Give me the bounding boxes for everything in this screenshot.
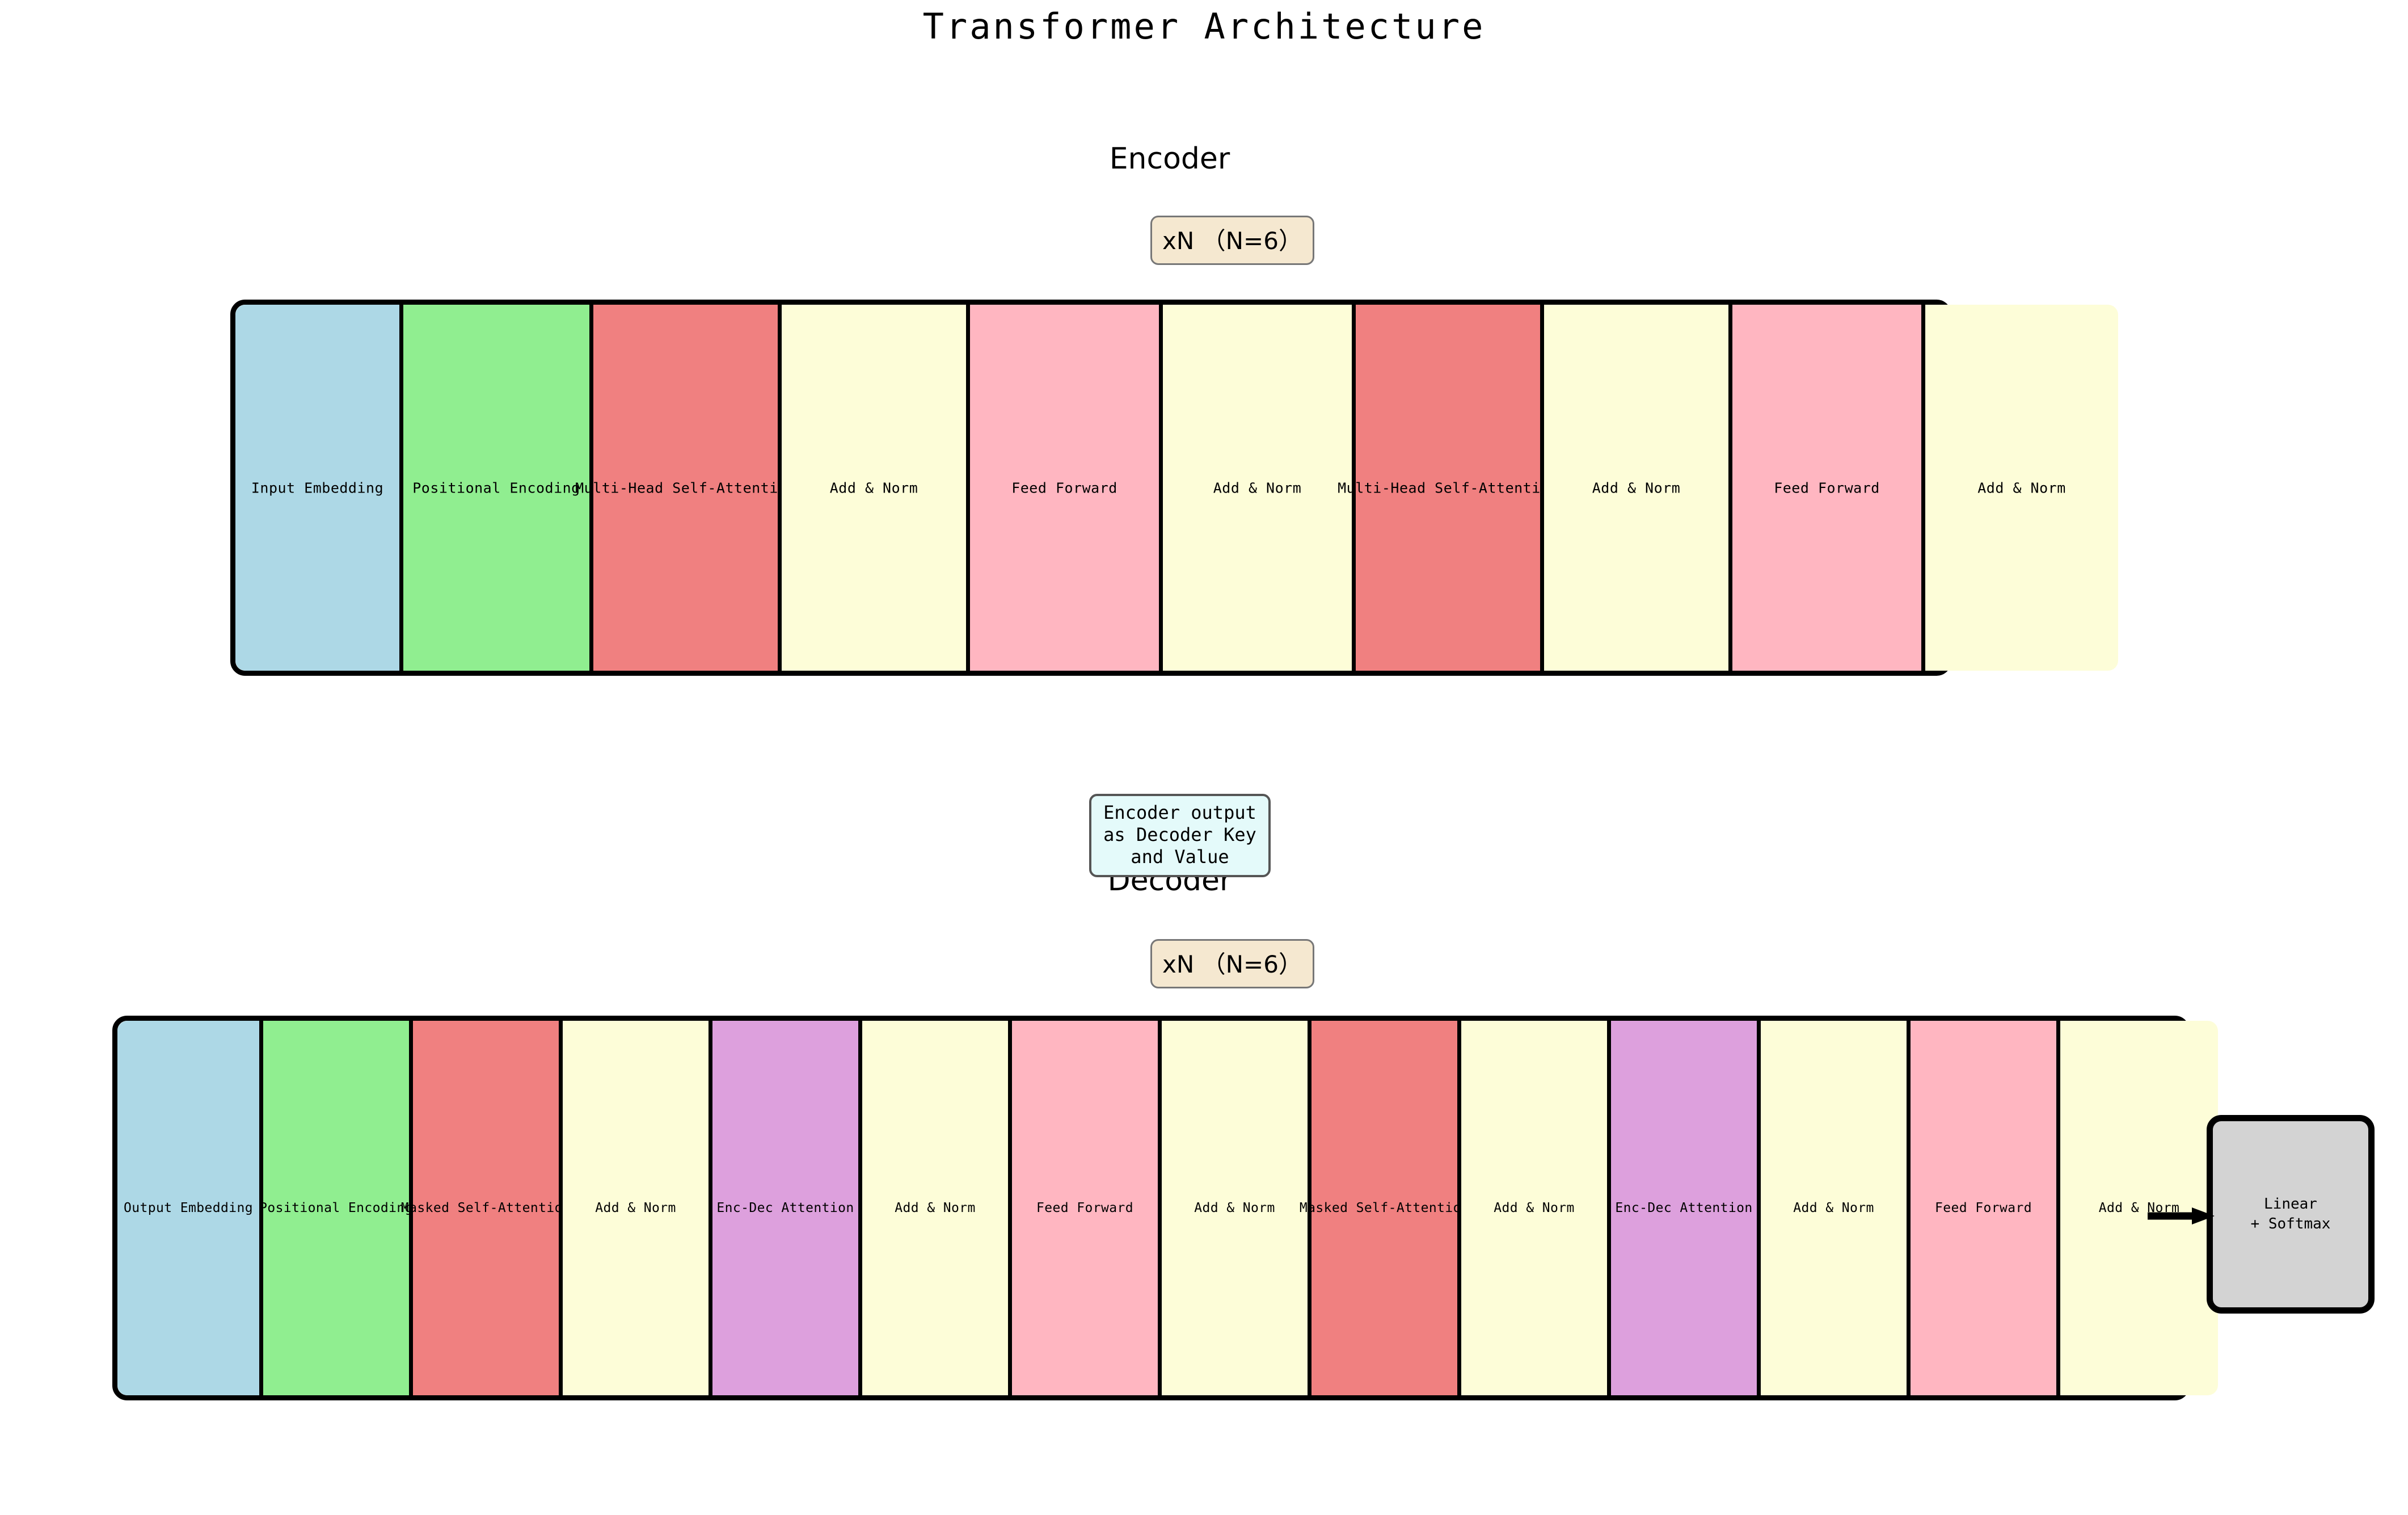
decoder-block-12: Feed Forward [1911,1021,2060,1395]
decoder-block-0: Output Embedding [117,1021,263,1395]
encoder-block-7: Add & Norm [1544,305,1732,671]
encoder-block-label: Feed Forward [1774,479,1880,496]
decoder-block-2: Masked Self-Attention [401,1021,571,1395]
encoder-block-6: Multi-Head Self-Attention [1338,305,1558,671]
decoder-block-label: Feed Forward [1036,1201,1133,1215]
decoder-block-label: Add & Norm [1793,1201,1874,1215]
encoder-block-label: Add & Norm [1592,479,1681,496]
encoder-output-note: Encoder output as Decoder Key and Value [1089,794,1271,878]
decoder-block-11: Add & Norm [1761,1021,1911,1395]
decoder-block-label: Add & Norm [595,1201,676,1215]
encoder-block-4: Feed Forward [970,305,1163,671]
decoder-block-label: Enc-Dec Attention [716,1201,854,1215]
encoder-block-label: Multi-Head Self-Attention [1338,479,1558,496]
decoder-block-label: Masked Self-Attention [400,1201,571,1215]
encoder-block-1: Positional Encoding [403,305,593,671]
decoder-block-13: Add & Norm [2060,1021,2218,1395]
encoder-block-9: Add & Norm [1925,305,2118,671]
output-head-linear-softmax: Linear + Softmax [2207,1115,2375,1314]
encoder-block-label: Positional Encoding [412,479,580,496]
decoder-block-5: Add & Norm [862,1021,1012,1395]
encoder-block-label: Feed Forward [1011,479,1117,496]
decoder-block-label: Feed Forward [1935,1201,2032,1215]
encoder-block-0: Input Embedding [235,305,403,671]
encoder-block-label: Add & Norm [1977,479,2066,496]
encoder-block-label: Multi-Head Self-Attention [575,479,796,496]
encoder-block-8: Feed Forward [1732,305,1925,671]
encoder-block-5: Add & Norm [1163,305,1356,671]
decoder-block-label: Masked Self-Attention [1299,1201,1470,1215]
decoder-block-label: Positional Encoding [259,1201,413,1215]
encoder-block-3: Add & Norm [782,305,970,671]
encoder-block-label: Input Embedding [251,479,384,496]
encoder-block-2: Multi-Head Self-Attention [575,305,795,671]
output-arrow-icon [2148,1207,2215,1224]
decoder-repeat-badge: xN （N=6） [1150,939,1314,988]
decoder-block-1: Positional Encoding [259,1021,413,1395]
decoder-block-10: Enc-Dec Attention [1611,1021,1761,1395]
page-title: Transformer Architecture [922,6,1486,47]
decoder-block-6: Feed Forward [1012,1021,1162,1395]
decoder-block-label: Add & Norm [1494,1201,1575,1215]
encoder-repeat-badge: xN （N=6） [1150,216,1314,265]
decoder-block-label: Enc-Dec Attention [1615,1201,1753,1215]
decoder-block-8: Masked Self-Attention [1300,1021,1469,1395]
encoder-block-label: Add & Norm [829,479,918,496]
decoder-block-3: Add & Norm [563,1021,712,1395]
decoder-block-label: Output Embedding [124,1201,253,1215]
encoder-heading: Encoder [1109,142,1230,176]
decoder-block-label: Add & Norm [1194,1201,1275,1215]
encoder-block-label: Add & Norm [1213,479,1302,496]
decoder-block-9: Add & Norm [1461,1021,1611,1395]
decoder-block-4: Enc-Dec Attention [712,1021,862,1395]
decoder-block-label: Add & Norm [895,1201,976,1215]
decoder-block-7: Add & Norm [1162,1021,1311,1395]
